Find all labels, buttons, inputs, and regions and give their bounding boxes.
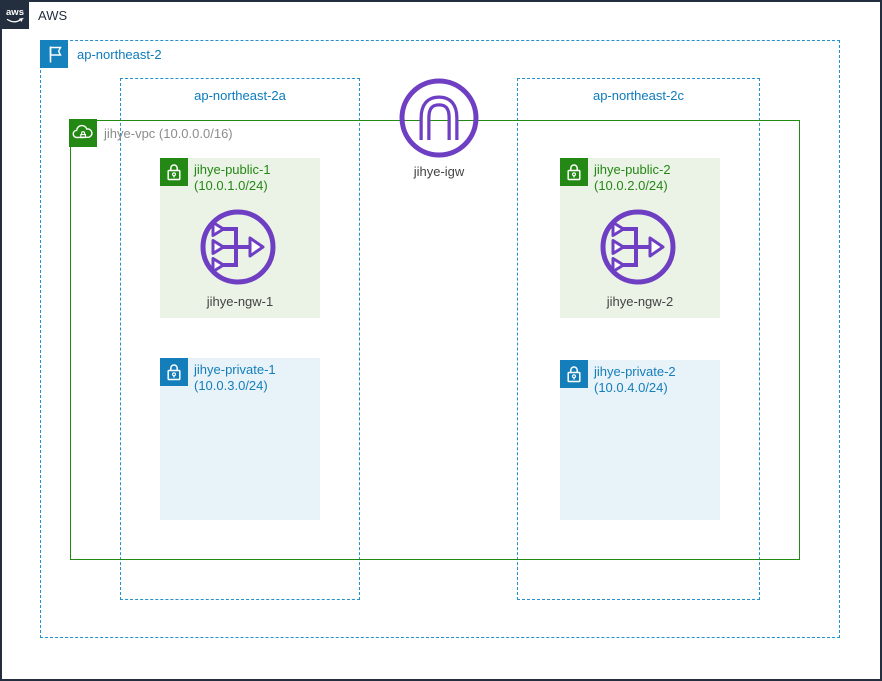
svg-text:aws: aws — [6, 7, 24, 18]
public-subnet-1-label: jihye-public-1 (10.0.1.0/24) — [194, 162, 271, 194]
private-subnet-2-lock-icon — [560, 360, 588, 388]
internet-gateway-label: jihye-igw — [413, 164, 465, 179]
public-subnet-2-label: jihye-public-2 (10.0.2.0/24) — [594, 162, 671, 194]
nat-gateway-2-label: jihye-ngw-2 — [606, 294, 674, 309]
region-flag-icon — [40, 40, 68, 68]
public-subnet-2-lock-icon — [560, 158, 588, 186]
private-subnet-2: jihye-private-2 (10.0.4.0/24) — [560, 360, 720, 520]
vpc-icon — [69, 119, 97, 147]
nat-gateway-1-label: jihye-ngw-1 — [206, 294, 274, 309]
vpc-boundary — [70, 120, 800, 560]
aws-cloud-label: AWS — [38, 8, 68, 23]
availability-zone-a: ap-northeast-2a — [120, 78, 360, 600]
region-label: ap-northeast-2 — [77, 47, 162, 62]
availability-zone-c: ap-northeast-2c — [517, 78, 760, 600]
private-subnet-2-label: jihye-private-2 (10.0.4.0/24) — [594, 364, 676, 396]
aws-logo-icon: aws — [1, 1, 29, 29]
region-boundary — [40, 40, 840, 638]
public-subnet-1-lock-icon — [160, 158, 188, 186]
internet-gateway-icon — [397, 76, 481, 160]
private-subnet-1-lock-icon — [160, 358, 188, 386]
vpc-label: jihye-vpc (10.0.0.0/16) — [104, 126, 233, 141]
availability-zone-c-label: ap-northeast-2c — [592, 88, 685, 103]
public-subnet-1: jihye-public-1 (10.0.1.0/24) jihye-ngw-1 — [160, 158, 320, 318]
private-subnet-1-label: jihye-private-1 (10.0.3.0/24) — [194, 362, 276, 394]
nat-gateway-1-icon — [198, 207, 278, 287]
public-subnet-2: jihye-public-2 (10.0.2.0/24) jihye-ngw-2 — [560, 158, 720, 318]
private-subnet-1: jihye-private-1 (10.0.3.0/24) — [160, 358, 320, 520]
availability-zone-a-label: ap-northeast-2a — [194, 88, 286, 103]
nat-gateway-2-icon — [598, 207, 678, 287]
